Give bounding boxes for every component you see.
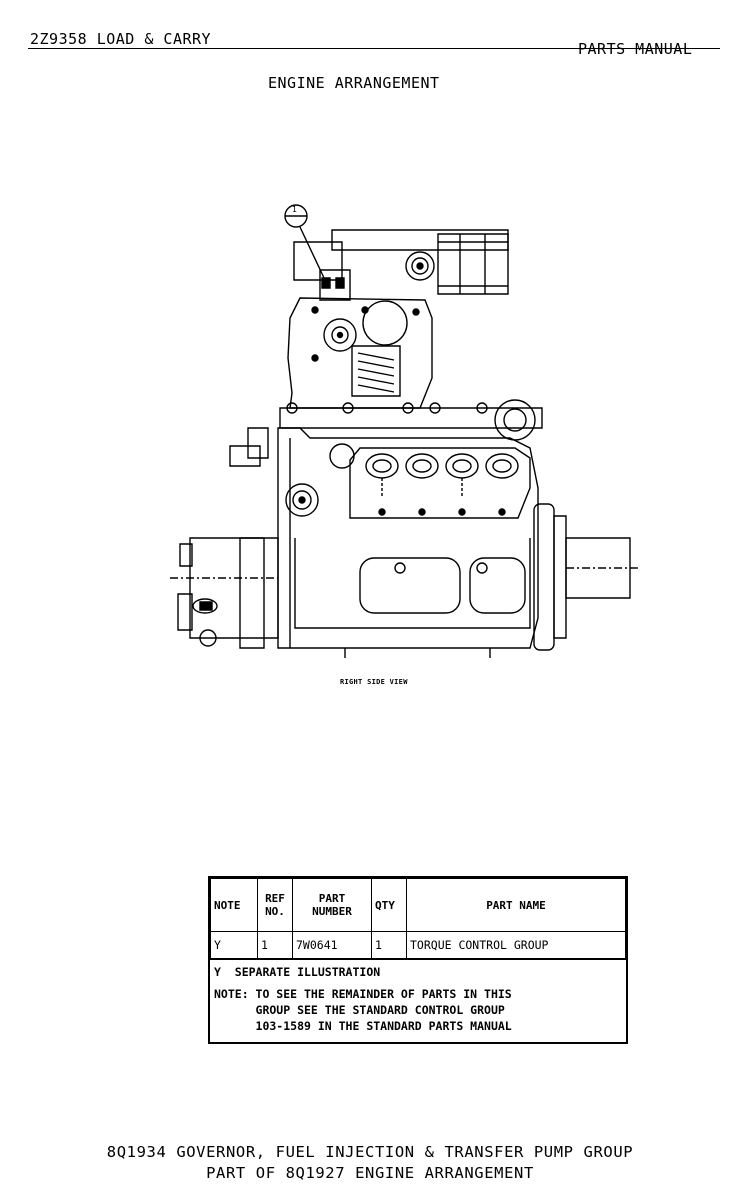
note-line: Y SEPARATE ILLUSTRATION — [214, 965, 381, 979]
cell-ref: 1 — [257, 931, 293, 959]
header-manual-title: PARTS MANUAL — [578, 40, 693, 58]
section-title: ENGINE ARRANGEMENT — [268, 74, 440, 92]
cell-part-number: 7W0641 — [292, 931, 372, 959]
note-line: GROUP SEE THE STANDARD CONTROL GROUP — [214, 1003, 505, 1017]
note-line: 103-1589 IN THE STANDARD PARTS MANUAL — [214, 1019, 512, 1033]
note-line: NOTE: TO SEE THE REMAINDER OF PARTS IN T… — [214, 987, 512, 1001]
table-notes: Y SEPARATE ILLUSTRATION NOTE: TO SEE THE… — [210, 959, 626, 1034]
col-note-header: NOTE — [210, 878, 258, 932]
injector-ports — [366, 454, 518, 478]
cell-note: Y — [210, 931, 258, 959]
col-qty-header: QTY — [371, 878, 407, 932]
footer-group-title: 8Q1934 GOVERNOR, FUEL INJECTION & TRANSF… — [106, 1143, 634, 1161]
col-part-name-header: PART NAME — [406, 878, 626, 932]
drawing-view-label: RIGHT SIDE VIEW — [340, 678, 408, 686]
engine-illustration: 1 — [170, 198, 640, 668]
cell-part-name: TORQUE CONTROL GROUP — [406, 931, 626, 959]
footer-arrangement-title: PART OF 8Q1927 ENGINE ARRANGEMENT — [206, 1164, 534, 1182]
cell-qty: 1 — [371, 931, 407, 959]
table-row: Y 1 7W0641 1 TORQUE CONTROL GROUP — [210, 931, 626, 959]
header-rule — [28, 48, 720, 49]
callout-number: 1 — [292, 205, 297, 214]
header-model-title: 2Z9358 LOAD & CARRY — [30, 30, 212, 48]
